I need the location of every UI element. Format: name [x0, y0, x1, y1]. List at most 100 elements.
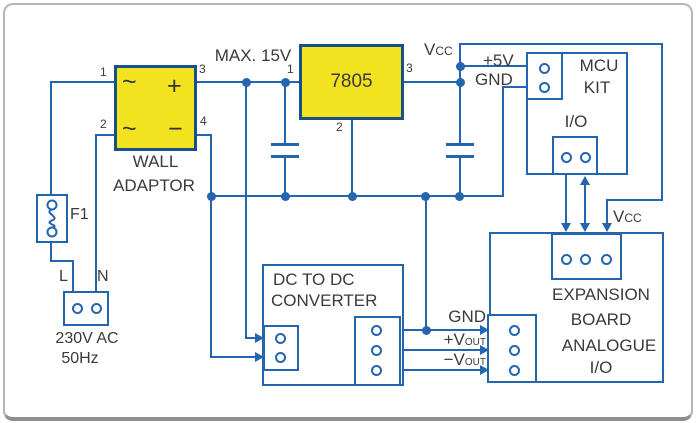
connector-pin: [538, 81, 550, 93]
wire-arrowhead: [480, 325, 489, 335]
gnd-label: GND: [475, 70, 513, 89]
wire: [50, 260, 74, 262]
wall-adaptor-label: ADAPTOR: [113, 176, 195, 195]
connector-pin: [560, 151, 572, 163]
wire-arrowhead: [480, 365, 489, 375]
mcu-io-label: I/O: [564, 112, 588, 131]
wire: [72, 260, 74, 293]
connector-pin: [370, 344, 382, 356]
wire-arrowhead: [580, 176, 590, 185]
wire: [502, 86, 528, 88]
mcu-kit-label: MCU: [579, 56, 619, 75]
pin-number: 4: [200, 114, 207, 128]
mains-connector: [63, 291, 109, 326]
out-neg-label: −VOUT: [443, 350, 486, 369]
connector-pin: [370, 364, 382, 376]
wall-adaptor-label: WALL: [132, 152, 179, 171]
wire: [606, 199, 663, 201]
fuse-label: F1: [70, 206, 89, 223]
wire: [403, 81, 461, 83]
wire-arrowhead: [561, 223, 571, 232]
pin-number: 3: [199, 62, 206, 76]
wire: [425, 196, 427, 330]
wire-arrowhead: [602, 223, 612, 232]
connector-pin: [538, 62, 550, 74]
regulator-part-label: 7805: [330, 71, 373, 92]
expansion-board-label: ANALOGUE: [561, 336, 657, 355]
pin-number: 3: [406, 61, 413, 75]
dcdc-label: DC TO DC: [273, 270, 355, 289]
fuse: [36, 194, 68, 243]
wire: [459, 43, 663, 45]
expansion-board-label: I/O: [589, 358, 613, 377]
wire: [459, 43, 461, 144]
wire: [245, 81, 247, 338]
connector-pin: [600, 253, 612, 265]
wire: [400, 349, 481, 351]
connector-pin: [560, 253, 572, 265]
mcu-io-connector: [552, 136, 598, 175]
dcdc-label: CONVERTER: [271, 291, 378, 310]
wire: [50, 81, 116, 83]
fuse-icon: [46, 199, 58, 238]
vcc-label: VCC: [613, 207, 642, 226]
ac-symbol: ~: [122, 115, 137, 143]
connector-pin: [508, 344, 520, 356]
wall-adaptor: [114, 65, 197, 151]
minus-symbol: −: [168, 115, 183, 143]
wire: [284, 158, 286, 197]
wire: [95, 134, 116, 136]
wire: [606, 199, 608, 225]
wire: [196, 134, 212, 136]
junction-dot: [454, 191, 464, 201]
wire: [245, 337, 257, 339]
wire: [210, 134, 212, 358]
mains-frequency-label: 50Hz: [61, 350, 99, 367]
wire-arrowhead: [255, 352, 264, 362]
neutral-label: N: [97, 268, 109, 285]
junction-dot: [455, 61, 465, 71]
wire: [459, 65, 527, 67]
junction-dot: [420, 191, 430, 201]
expansion-board-label: BOARD: [570, 310, 632, 329]
wire: [210, 356, 256, 358]
wire: [565, 174, 567, 225]
wire: [459, 158, 461, 197]
connector-pin: [71, 302, 83, 314]
pin-number: 2: [336, 120, 343, 134]
wire: [661, 43, 663, 201]
connector-pin: [579, 151, 591, 163]
pin-number: 2: [100, 117, 107, 131]
wire: [50, 81, 52, 195]
connector-pin: [274, 351, 286, 363]
wire: [400, 369, 481, 371]
plus5v-label: +5V: [483, 51, 514, 70]
dcdc-input-connector: [263, 325, 299, 371]
out-pos-label: +VOUT: [443, 330, 486, 349]
connector-pin: [274, 332, 286, 344]
connector-pin: [579, 253, 591, 265]
wire: [351, 118, 353, 197]
wire-arrowhead: [480, 345, 489, 355]
connector-pin: [508, 364, 520, 376]
pin-number: 1: [100, 65, 107, 79]
junction-dot: [280, 191, 290, 201]
wire: [95, 134, 97, 293]
wire: [50, 241, 52, 262]
junction-dot: [347, 191, 357, 201]
junction-dot: [455, 77, 465, 87]
mcu-power-connector: [526, 52, 563, 100]
wire-arrowhead: [255, 333, 264, 343]
diagram-frame: [3, 3, 693, 421]
junction-dot: [241, 77, 251, 87]
wire: [400, 329, 481, 331]
junction-dot: [206, 191, 216, 201]
junction-dot: [421, 325, 431, 335]
wire: [584, 183, 586, 225]
junction-dot: [280, 77, 290, 87]
wire-arrowhead: [580, 223, 590, 232]
live-label: L: [59, 268, 68, 285]
connector-pin: [508, 324, 520, 336]
wire: [502, 86, 504, 196]
